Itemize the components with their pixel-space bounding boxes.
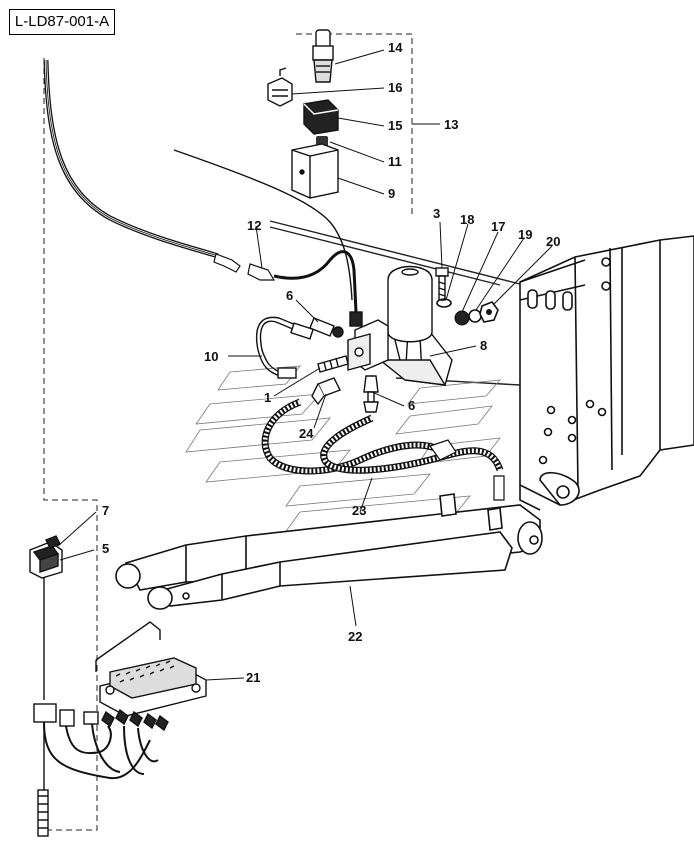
callout-13: 13 xyxy=(444,117,458,132)
callout-20: 20 xyxy=(546,234,560,249)
cover-9 xyxy=(291,143,339,199)
callout-9: 9 xyxy=(388,186,395,201)
callout-12: 12 xyxy=(247,218,261,233)
callout-7: 7 xyxy=(102,503,109,518)
drawing-reference-label: L-LD87-001-A xyxy=(9,9,115,35)
elbow-24 xyxy=(311,377,341,406)
callout-15: 15 xyxy=(388,118,402,133)
elbow-fitting-16 xyxy=(267,67,293,107)
callout-18: 18 xyxy=(460,212,474,227)
callout-10: 10 xyxy=(204,349,218,364)
solenoid-valve xyxy=(347,311,389,371)
wiring-harness xyxy=(33,578,169,837)
accumulator-tank xyxy=(387,265,433,343)
nut-20 xyxy=(479,301,499,323)
callout-22: 22 xyxy=(348,629,362,644)
callout-21: 21 xyxy=(246,670,260,685)
callout-23: 23 xyxy=(352,503,366,518)
callout-6-lower: 6 xyxy=(408,398,415,413)
callout-17: 17 xyxy=(491,219,505,234)
coil-15 xyxy=(303,99,339,135)
callout-labels: 14 16 15 13 11 9 3 18 17 19 20 12 6 8 10… xyxy=(102,40,560,685)
fitting-6-lower xyxy=(363,375,379,413)
dashed-group-boundary-top xyxy=(296,33,413,214)
callout-8: 8 xyxy=(480,338,487,353)
callout-5: 5 xyxy=(102,541,109,556)
rocker-switch xyxy=(29,535,63,579)
bolt-3 xyxy=(435,267,449,301)
hose-23 xyxy=(261,398,505,501)
cylinder-22 xyxy=(115,493,543,610)
callout-19: 19 xyxy=(518,227,532,242)
washer-19 xyxy=(468,309,482,323)
callout-1: 1 xyxy=(264,390,271,405)
callout-11: 11 xyxy=(388,154,402,169)
pressure-switch-14 xyxy=(312,29,334,83)
callout-14: 14 xyxy=(388,40,403,55)
washer-18 xyxy=(436,298,452,308)
dashed-group-boundary xyxy=(43,58,98,831)
cable-12 xyxy=(43,59,358,313)
panel-board xyxy=(95,621,161,672)
washer-17 xyxy=(454,310,470,326)
callout-16: 16 xyxy=(388,80,402,95)
mounting-plate xyxy=(519,235,694,511)
callout-6-upper: 6 xyxy=(286,288,293,303)
callout-3: 3 xyxy=(433,206,440,221)
leader-lines xyxy=(57,49,553,681)
fitting-6-upper xyxy=(309,317,344,338)
relay-block-21 xyxy=(99,657,207,717)
bolt-1 xyxy=(317,355,349,373)
callout-24: 24 xyxy=(299,426,314,441)
pipe-10 xyxy=(255,316,314,379)
